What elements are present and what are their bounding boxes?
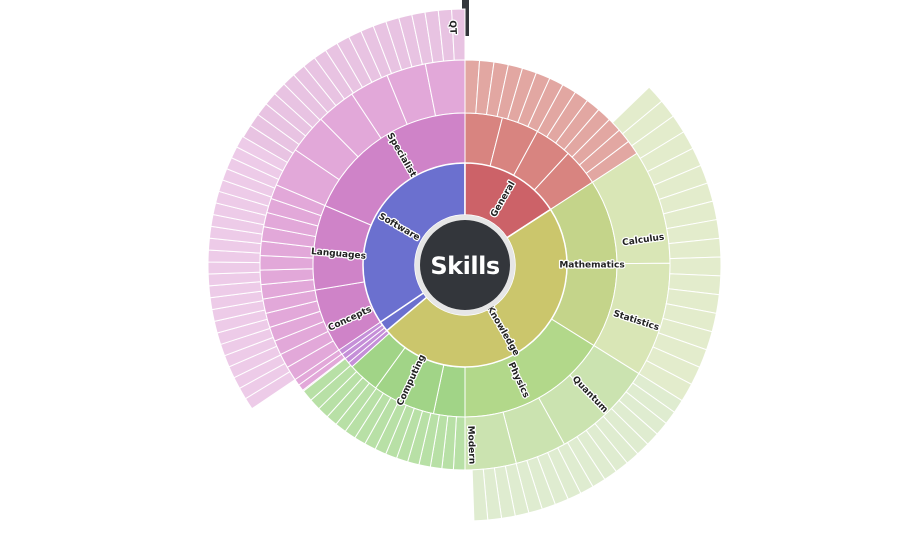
- physics-leaf-17[interactable]: [471, 468, 489, 522]
- center-title: Skills: [430, 252, 499, 280]
- qt-leaf-19[interactable]: [451, 8, 466, 61]
- label-qt: QT: [447, 20, 458, 35]
- math-leaf-10[interactable]: [669, 256, 722, 277]
- center-circle: [420, 220, 510, 310]
- software-leaf-12[interactable]: [207, 261, 261, 275]
- label-modern: Modern: [465, 425, 476, 464]
- center-hub[interactable]: Skills: [415, 215, 515, 315]
- sunburst-rings: [207, 8, 722, 522]
- label-languages: Languages: [311, 247, 367, 262]
- label-mathematics: Mathematics: [559, 261, 624, 271]
